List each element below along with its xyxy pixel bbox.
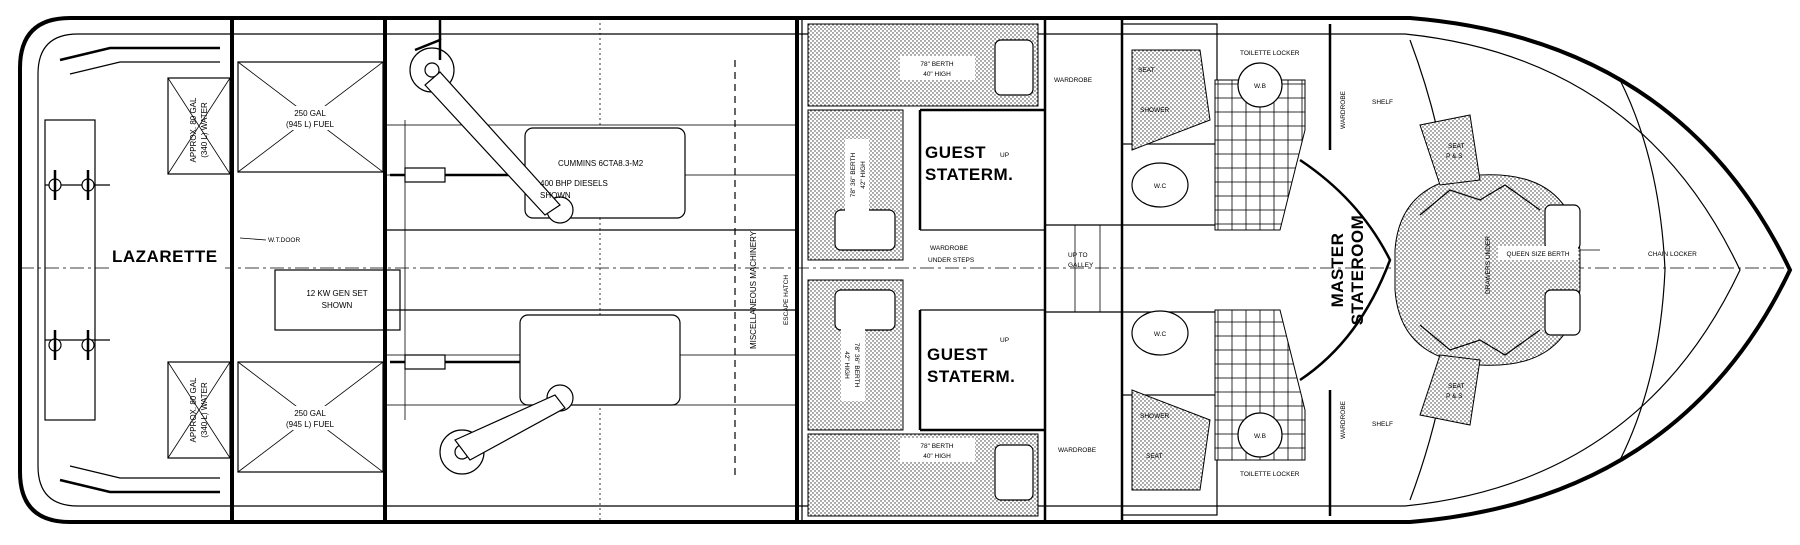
wc-upper: W.C [1154, 183, 1167, 190]
wb-lower-label: W.B [1254, 433, 1266, 440]
berth-mid-lower-l1: 78" 36" BERTH [853, 343, 860, 388]
water-stbd-l1: APPROX. 80 GAL [189, 377, 198, 442]
inner-hull [37, 33, 1741, 507]
water-tank-stbd [167, 361, 231, 459]
shelf-lower: SHELF [1372, 421, 1393, 428]
gen-set-l1: 12 KW GEN SET [306, 289, 367, 298]
queen-berth-label: QUEEN SIZE BERTH [1506, 251, 1569, 258]
shower-lower: SHOWER [1140, 413, 1170, 420]
fuel-tank-port [237, 61, 384, 173]
seat-ps-upper-l1: SEAT [1448, 143, 1465, 150]
engine-note-l1: CUMMINS 6CTA8.3-M2 [558, 159, 644, 168]
rail-stbd [59, 478, 220, 494]
fuel-stbd-l1: 250 GAL [294, 409, 326, 418]
wb-lower [1237, 412, 1283, 458]
gen-set-l2: SHOWN [322, 301, 353, 310]
misc-machinery-label: MISCELLANEOUS MACHINERY [749, 230, 758, 349]
up-lower: UP [1000, 337, 1009, 344]
toilette-locker-lower: TOILETTE LOCKER [1240, 471, 1300, 478]
wt-door-label: W.T.DOOR [268, 237, 300, 244]
master-l2: STATEROOM [1348, 215, 1367, 326]
chain-locker-label: CHAIN LOCKER [1648, 251, 1697, 258]
water-port-l1: APPROX. 80 GAL [189, 97, 198, 162]
berth-upper-l1: 78" BERTH [920, 61, 954, 68]
wardrobe-lower: WARDROBE [1058, 447, 1097, 454]
berth-lower-l2: 40" HIGH [923, 453, 951, 460]
fuel-port-l2: (945 L) FUEL [286, 120, 335, 129]
fuel-stbd-l2: (945 L) FUEL [286, 420, 335, 429]
water-tank-port [167, 77, 231, 175]
shower-upper: SHOWER [1140, 107, 1170, 114]
rail-port [59, 46, 220, 62]
up-upper: UP [1000, 152, 1009, 159]
seat-ps-lower-l1: SEAT [1448, 383, 1465, 390]
master-l1: MASTER [1328, 233, 1347, 308]
toilette-locker-upper: TOILETTE LOCKER [1240, 50, 1300, 57]
wardrobe-steps-l1: WARDROBE [930, 245, 969, 252]
hull-outline [18, 16, 1793, 524]
up-to-galley-l1: UP TO [1068, 252, 1088, 259]
gen-set [274, 269, 401, 331]
seat-ps-upper-l2: P & S [1446, 153, 1463, 160]
guest-upper-l1: GUEST [925, 143, 986, 162]
guest-lower-l2: STATERM. [927, 367, 1015, 386]
up-to-galley-l2: GALLEY [1068, 262, 1094, 269]
wardrobe-upper: WARDROBE [1054, 77, 1093, 84]
wc-lower: W.C [1154, 331, 1167, 338]
seat-upper: SEAT [1138, 67, 1155, 74]
fuel-port-l1: 250 GAL [294, 109, 326, 118]
engine-note-l3: SHOWN [540, 191, 571, 200]
seat-ps-lower-l2: P & S [1446, 393, 1463, 400]
drawers-under-label: DRAWERS UNDER [1485, 236, 1492, 294]
seat-lower: SEAT [1146, 453, 1163, 460]
wc-upper-bowl [1131, 162, 1189, 208]
fuel-tank-stbd [237, 361, 384, 473]
engine-note-l2: 400 BHP DIESELS [540, 179, 608, 188]
berth-upper-l2: 40" HIGH [923, 71, 951, 78]
wardrobe-steps-l2: UNDER STEPS [928, 257, 975, 264]
berth-mid-lower-l2: 42" HIGH [843, 351, 850, 379]
shelf-upper: SHELF [1372, 99, 1393, 106]
water-port-l2: (340 L) WATER [200, 102, 209, 158]
water-stbd-l2: (340 L) WATER [200, 382, 209, 438]
wb-upper [1237, 62, 1283, 108]
berth-mid-upper-l1: 78" 36" BERTH [850, 152, 857, 197]
escape-hatch-label: ESCAPE HATCH [783, 275, 790, 325]
lazarette-label: LAZARETTE [112, 247, 218, 266]
engine-stbd [519, 314, 681, 406]
wb-upper-label: W.B [1254, 83, 1266, 90]
guest-lower-l1: GUEST [927, 345, 988, 364]
berth-lower-l1: 78" BERTH [920, 443, 954, 450]
wardrobe-master-upper: WARDROBE [1340, 90, 1347, 129]
wardrobe-master-lower: WARDROBE [1340, 400, 1347, 439]
berth-mid-upper-l2: 42" HIGH [860, 161, 867, 189]
guest-upper-l2: STATERM. [925, 165, 1013, 184]
wc-lower-bowl [1131, 310, 1189, 356]
